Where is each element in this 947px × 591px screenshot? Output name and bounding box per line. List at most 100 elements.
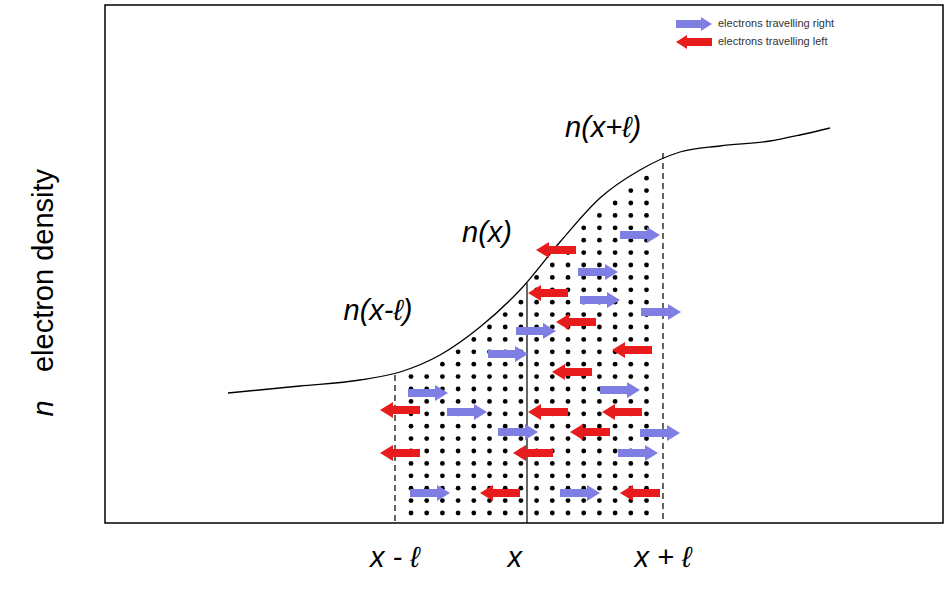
electron-dot	[456, 436, 461, 441]
electron-dot	[440, 473, 445, 478]
electron-dot	[613, 449, 618, 454]
electron-dot	[628, 287, 633, 292]
electron-dot	[487, 411, 492, 416]
electron-dot	[471, 349, 476, 354]
electron-dot	[581, 312, 586, 317]
electron-dot	[440, 362, 445, 367]
electron-dot	[597, 461, 602, 466]
right-arrow	[618, 445, 658, 461]
left-arrow	[528, 404, 568, 420]
electron-dot	[550, 486, 555, 491]
electron-dot	[471, 511, 476, 516]
electron-dot	[613, 436, 618, 441]
electron-dot	[503, 337, 508, 342]
electron-dot	[471, 498, 476, 503]
density-curve	[228, 128, 830, 393]
electron-dot	[440, 461, 445, 466]
electron-dot	[644, 201, 649, 206]
electron-dot	[487, 374, 492, 379]
electron-dot	[597, 337, 602, 342]
electron-dot	[440, 411, 445, 416]
electron-dot	[613, 287, 618, 292]
electron-dot	[534, 312, 539, 317]
electron-dot	[628, 473, 633, 478]
electron-dot	[456, 498, 461, 503]
right-arrow	[408, 385, 448, 401]
position-label: x	[508, 543, 523, 572]
electron-dot	[550, 461, 555, 466]
right-arrow	[578, 264, 618, 280]
electron-dot	[424, 374, 429, 379]
electron-dot	[550, 275, 555, 280]
electron-dot	[581, 349, 586, 354]
electron-dot	[550, 436, 555, 441]
electron-dot	[644, 287, 649, 292]
electron-dot	[581, 263, 586, 268]
left-arrow	[620, 485, 660, 501]
dashed-line	[662, 153, 663, 523]
electron-dot	[487, 511, 492, 516]
electron-dot	[471, 337, 476, 342]
electron-dot	[550, 263, 555, 268]
position-label: x + ℓ	[635, 543, 692, 572]
electron-dot	[424, 436, 429, 441]
electron-dot	[409, 399, 414, 404]
electron-dot	[597, 399, 602, 404]
electron-dot	[644, 461, 649, 466]
electron-dot	[597, 374, 602, 379]
axis-label: electron density	[29, 168, 58, 371]
electron-dot	[597, 213, 602, 218]
electron-dot	[644, 337, 649, 342]
electron-dot	[581, 225, 586, 230]
legend-swatch	[676, 17, 712, 31]
electron-dot	[471, 362, 476, 367]
electron-dot	[581, 287, 586, 292]
left-arrow	[380, 445, 420, 461]
right-arrow	[640, 425, 680, 441]
electron-dot	[597, 312, 602, 317]
electron-dot	[456, 387, 461, 392]
electron-dot	[581, 511, 586, 516]
electron-dot	[456, 473, 461, 478]
electron-dot	[440, 399, 445, 404]
electron-dot	[550, 337, 555, 342]
electron-dot	[503, 461, 508, 466]
electron-dot	[550, 498, 555, 503]
electron-dot	[440, 511, 445, 516]
electron-dot	[534, 461, 539, 466]
electron-dot	[534, 362, 539, 367]
electron-dot	[597, 449, 602, 454]
electron-dot	[613, 263, 618, 268]
electron-dot	[581, 387, 586, 392]
electron-dot	[628, 374, 633, 379]
electron-dot	[471, 486, 476, 491]
electron-dot	[519, 436, 524, 441]
electron-dot	[566, 362, 571, 367]
electron-dot	[644, 263, 649, 268]
electron-dot	[519, 337, 524, 342]
electron-dot	[503, 411, 508, 416]
right-arrow	[498, 424, 538, 440]
electron-dot	[456, 449, 461, 454]
axis-label: n	[29, 400, 58, 416]
electron-dot	[471, 374, 476, 379]
electron-dot	[613, 473, 618, 478]
electron-dot	[644, 424, 649, 429]
right-arrow	[560, 485, 600, 501]
electron-dot	[503, 473, 508, 478]
electron-dot	[566, 387, 571, 392]
electron-dot	[550, 387, 555, 392]
electron-dot	[566, 498, 571, 503]
electron-dot	[456, 461, 461, 466]
electron-dot	[534, 498, 539, 503]
electron-dot	[550, 473, 555, 478]
electron-dot	[487, 424, 492, 429]
electron-dot	[519, 399, 524, 404]
electron-dot	[644, 362, 649, 367]
electron-dot	[597, 263, 602, 268]
electron-dot	[550, 399, 555, 404]
electron-dot	[534, 349, 539, 354]
electron-dot	[424, 399, 429, 404]
